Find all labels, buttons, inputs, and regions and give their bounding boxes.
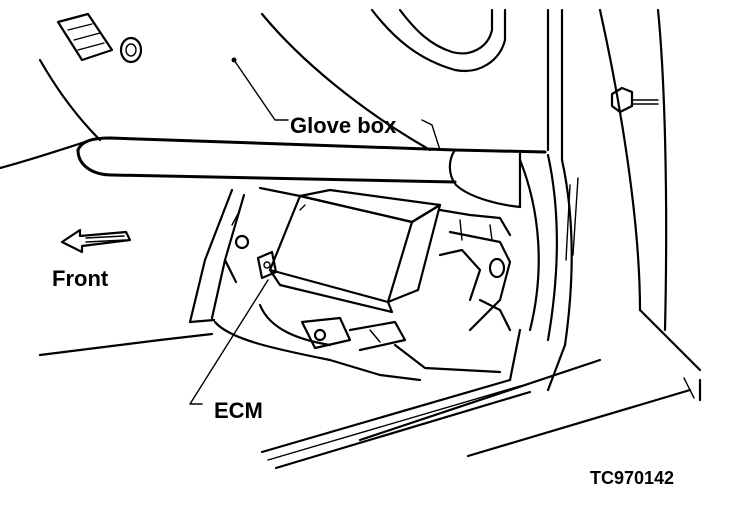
dash-knob-icon [119, 36, 143, 64]
dashboard-outline [0, 8, 507, 170]
glove-box-shape [76, 136, 547, 209]
ecm-leader-line [189, 279, 269, 405]
side-sill [260, 328, 702, 470]
glove-box-leader-line [231, 57, 441, 151]
right-bracket [438, 208, 512, 332]
ecm-bracket-lower [300, 316, 502, 374]
ecm-unit [256, 188, 442, 314]
door-pillar [518, 8, 702, 372]
under-dash-frame [38, 186, 422, 382]
ecm-label: ECM [214, 398, 263, 423]
dash-vent-icon [56, 12, 114, 62]
glove-box-label: Glove box [290, 113, 397, 138]
figure-code-label: TC970142 [590, 468, 674, 488]
pillar-clip-icon [610, 86, 659, 114]
front-arrow-icon [60, 228, 132, 254]
front-label: Front [52, 266, 109, 291]
